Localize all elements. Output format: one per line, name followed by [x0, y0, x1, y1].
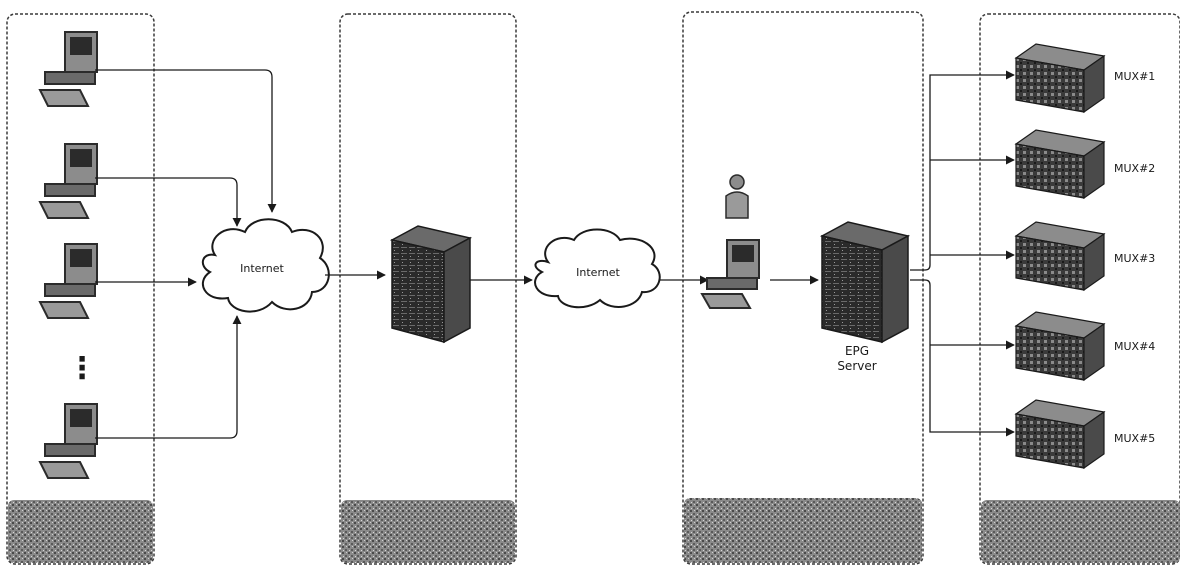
client-ellipsis: ⋮ — [67, 351, 97, 386]
mux-connectors — [910, 70, 1015, 437]
mux-device-icon — [1014, 43, 1106, 114]
panel-epg-footer — [684, 498, 922, 563]
epg-server-icon — [819, 221, 911, 344]
mux-label: MUX#2 — [1114, 162, 1155, 175]
operator-person-icon — [725, 174, 749, 219]
mux-label: MUX#5 — [1114, 432, 1155, 445]
panel-mux-footer — [981, 500, 1180, 563]
mux-label: MUX#4 — [1114, 340, 1155, 353]
client-connectors — [95, 69, 277, 439]
mux-device-icon — [1014, 129, 1106, 200]
panel-web-server-footer — [341, 500, 515, 563]
internet-cloud-middle: Internet — [534, 228, 661, 309]
cloud-label: Internet — [576, 266, 620, 279]
operator-pc-icon — [700, 239, 760, 309]
mux-label: MUX#1 — [1114, 70, 1155, 83]
client-pc-icon — [38, 31, 98, 107]
panel-clients-footer — [8, 500, 153, 563]
mux-label: MUX#3 — [1114, 252, 1155, 265]
client-pc-icon — [38, 403, 98, 479]
web-server-icon — [389, 225, 473, 344]
epg-server-label-line1: EPG — [845, 344, 869, 358]
cloud-label: Internet — [240, 262, 284, 275]
internet-cloud-left: Internet — [201, 218, 330, 313]
panel-epg — [682, 11, 924, 565]
mux-device-icon — [1014, 221, 1106, 292]
client-pc-icon — [38, 143, 98, 219]
mux-device-icon — [1014, 399, 1106, 470]
epg-server-label-line2: Server — [837, 359, 876, 373]
client-pc-icon — [38, 243, 98, 319]
mux-device-icon — [1014, 311, 1106, 382]
